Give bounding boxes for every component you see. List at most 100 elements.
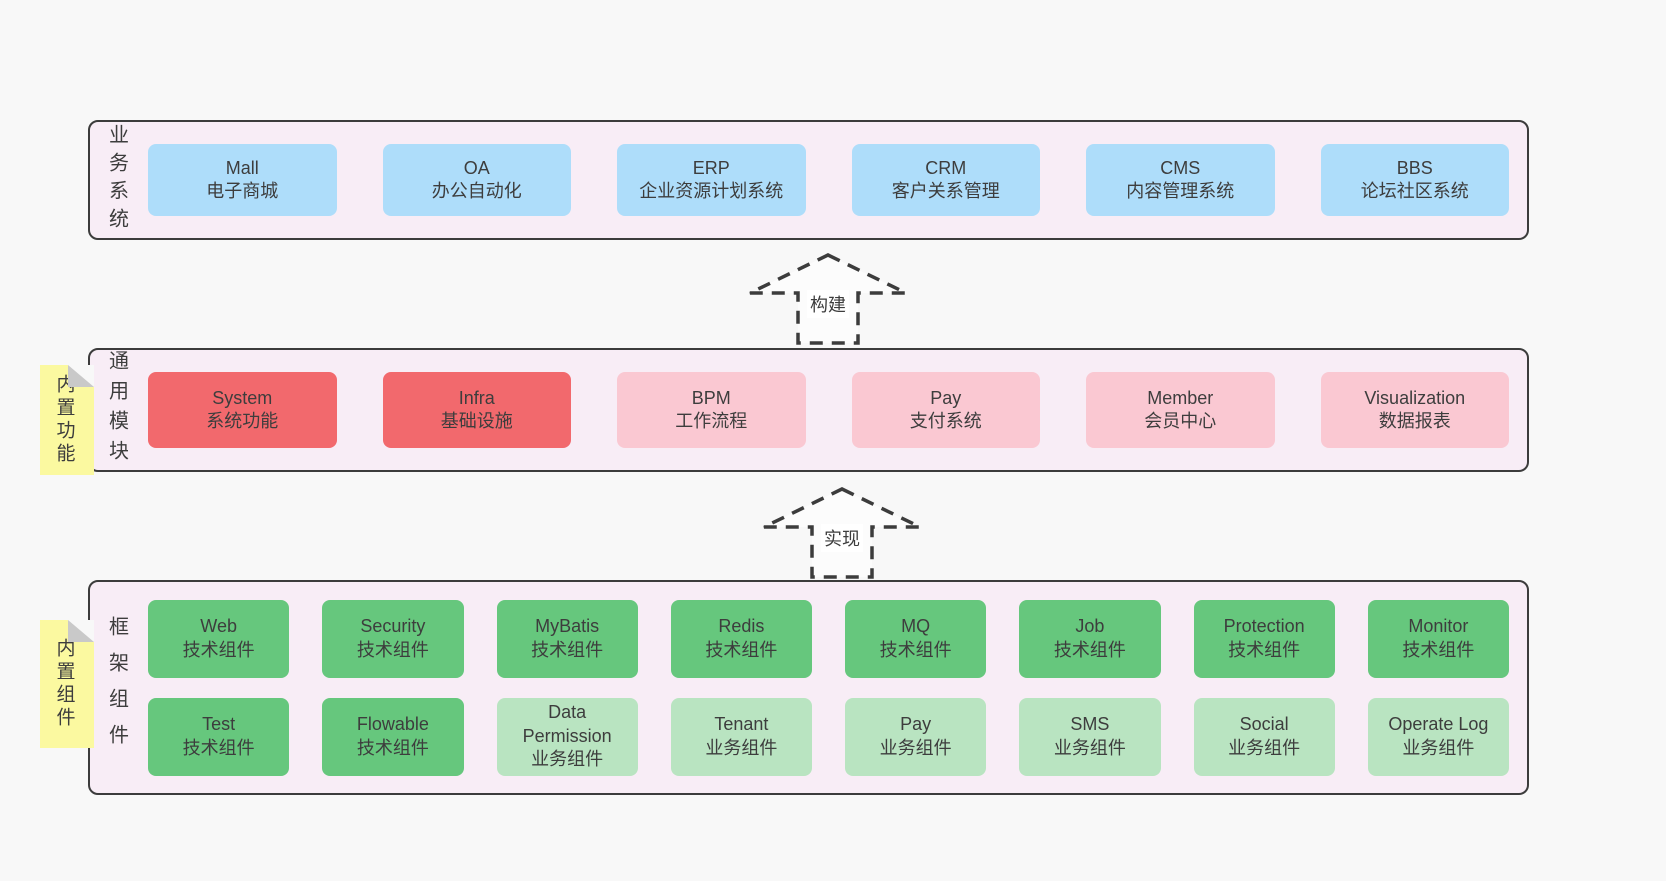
box-subtitle: 技术组件 [182, 737, 255, 758]
layer-label-column: 通用模块 [90, 350, 144, 470]
box-title: Member [1147, 387, 1214, 408]
module-box: CMS 内容管理系统 [1086, 144, 1275, 216]
module-box: Mall 电子商城 [148, 144, 337, 216]
layer-label-column: 业务系统 [90, 122, 144, 238]
box-subtitle: 技术组件 [879, 639, 952, 660]
layer-common-modules: 内置功能 通用模块 System 系统功能 Infra 基础设施 BPM 工作流程 Pay 支… [40, 348, 1529, 475]
folded-corner-icon [68, 620, 94, 642]
box-subtitle: 支付系统 [909, 411, 982, 431]
folded-corner-icon [68, 365, 94, 387]
box-title: OA [463, 157, 490, 178]
box-subtitle: 电子商城 [206, 181, 279, 201]
box-subtitle: 技术组件 [1053, 639, 1126, 660]
box-title: CRM [925, 157, 967, 178]
box-subtitle: 技术组件 [531, 639, 604, 660]
box-title: BPM [691, 387, 731, 408]
box-subtitle: 业务组件 [531, 749, 604, 770]
box-subtitle: 技术组件 [356, 639, 429, 660]
box-title: Mall [225, 157, 259, 178]
box-title: Data Permission [522, 702, 612, 746]
box-subtitle: 业务组件 [879, 737, 952, 758]
box-title: Redis [718, 616, 765, 637]
box-subtitle: 业务组件 [1402, 737, 1475, 758]
box-title: BBS [1396, 157, 1433, 178]
box-subtitle: 企业资源计划系统 [639, 181, 784, 201]
layer-label-column: 框架组件 [90, 582, 144, 793]
box-subtitle: 业务组件 [1053, 737, 1126, 758]
box-title: Social [1239, 714, 1289, 735]
box-title: Pay [900, 714, 932, 735]
box-title: Flowable [356, 714, 429, 735]
layer-business-label: 业务系统 [105, 124, 128, 236]
module-box: Data Permission 业务组件 [496, 697, 638, 776]
box-subtitle: 数据报表 [1378, 411, 1451, 431]
build-arrow: 构建 [746, 252, 910, 346]
implement-arrow-label: 实现 [821, 524, 863, 552]
build-arrow-label: 构建 [807, 290, 849, 318]
box-subtitle: 工作流程 [675, 411, 748, 431]
module-box: Visualization 数据报表 [1320, 372, 1509, 448]
box-subtitle: 业务组件 [705, 737, 778, 758]
box-title: Test [202, 714, 236, 735]
box-title: MyBatis [535, 616, 600, 637]
layer-framework-label: 框架组件 [105, 615, 128, 760]
box-title: ERP [692, 157, 730, 178]
builtin-features-note: 内置功能 [40, 365, 94, 475]
module-box: System 系统功能 [148, 372, 337, 448]
box-title: Protection [1223, 616, 1305, 637]
box-title: Tenant [714, 714, 769, 735]
box-subtitle: 系统功能 [206, 411, 279, 431]
box-subtitle: 业务组件 [1228, 737, 1301, 758]
builtin-features-note-label: 内置功能 [53, 374, 75, 466]
box-title: Infra [458, 387, 495, 408]
box-title: System [212, 387, 273, 408]
box-title: Web [200, 616, 237, 637]
box-subtitle: 技术组件 [1402, 639, 1475, 660]
box-subtitle: 内容管理系统 [1126, 181, 1235, 201]
module-box: BBS 论坛社区系统 [1320, 144, 1509, 216]
box-title: Security [360, 616, 426, 637]
module-box: BPM 工作流程 [617, 372, 806, 448]
module-box: Infra 基础设施 [382, 372, 571, 448]
box-subtitle: 客户关系管理 [891, 181, 1000, 201]
box-subtitle: 会员中心 [1144, 411, 1217, 431]
module-box: ERP 企业资源计划系统 [617, 144, 806, 216]
box-subtitle: 技术组件 [705, 639, 778, 660]
box-subtitle: 论坛社区系统 [1360, 181, 1469, 201]
box-subtitle: 技术组件 [182, 639, 255, 660]
box-title: Visualization [1364, 387, 1466, 408]
implement-arrow: 实现 [760, 486, 924, 580]
box-subtitle: 基础设施 [440, 411, 513, 431]
module-box: Pay 支付系统 [851, 372, 1040, 448]
box-title: MQ [901, 616, 931, 637]
module-box: CRM 客户关系管理 [851, 144, 1040, 216]
builtin-components-note-label: 内置组件 [53, 638, 75, 730]
box-subtitle: 技术组件 [356, 737, 429, 758]
module-box: Member 会员中心 [1086, 372, 1275, 448]
common-box-grid: System 系统功能 Infra 基础设施 BPM 工作流程 Pay 支付系统 Member 会… [144, 350, 1527, 470]
box-title: Operate Log [1388, 714, 1489, 735]
box-title: Pay [930, 387, 962, 408]
box-title: Monitor [1408, 616, 1469, 637]
box-title: CMS [1160, 157, 1201, 178]
box-subtitle: 技术组件 [1228, 639, 1301, 660]
